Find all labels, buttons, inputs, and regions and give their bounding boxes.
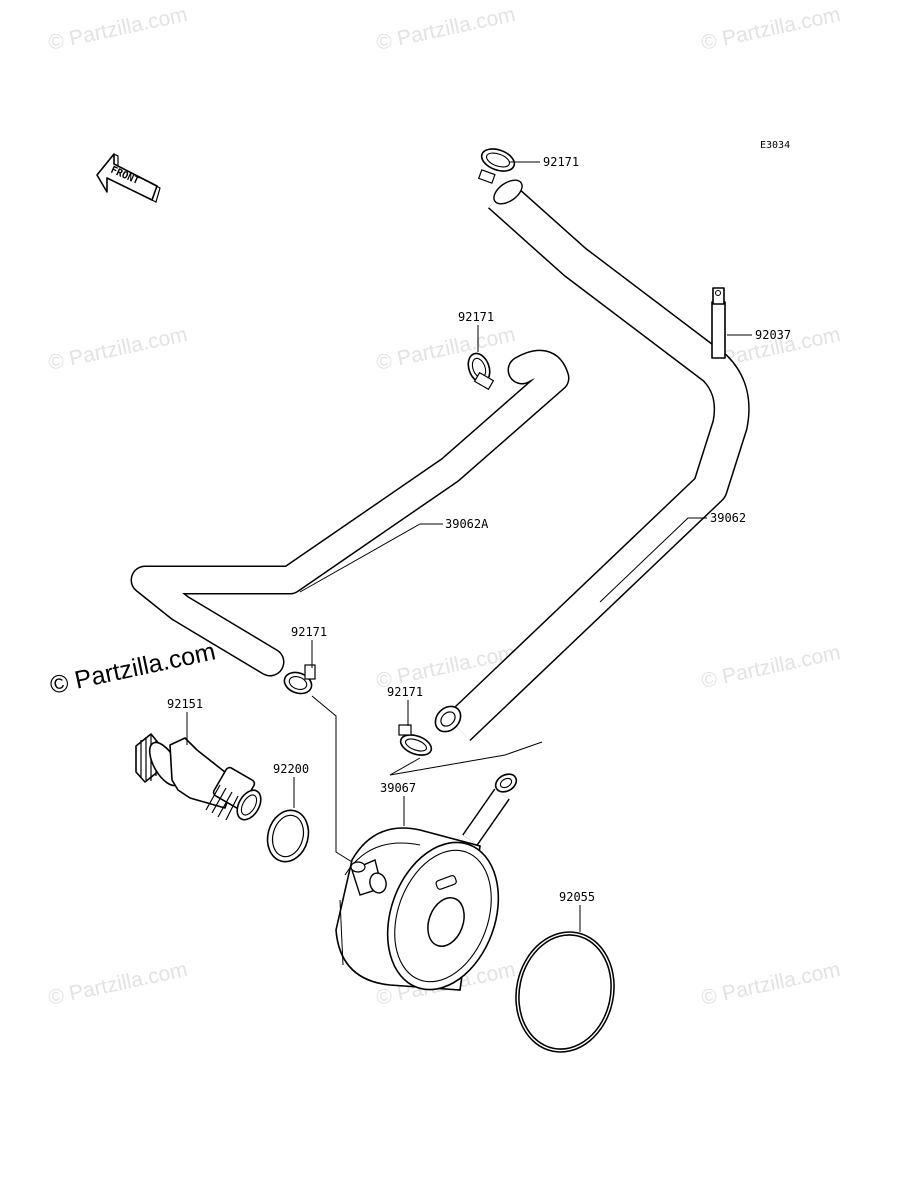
callout-band: 92037 bbox=[755, 328, 791, 342]
callouts: 92171 92037 92171 39062A 39062 92171 921… bbox=[167, 155, 791, 904]
callout-clamp-left: 92171 bbox=[291, 625, 327, 639]
clamp-upper-92171 bbox=[467, 352, 495, 391]
watermark: © Partzilla.com bbox=[374, 323, 517, 375]
callout-clamp-top: 92171 bbox=[543, 155, 579, 169]
watermark: © Partzilla.com bbox=[46, 958, 189, 1010]
gasket-92200 bbox=[266, 809, 310, 863]
callout-cooler: 39067 bbox=[380, 781, 416, 795]
callout-clamp-upper: 92171 bbox=[458, 310, 494, 324]
band-92037 bbox=[711, 287, 726, 359]
watermark: © Partzilla.com bbox=[46, 323, 189, 375]
clamp-left-92171 bbox=[283, 664, 316, 695]
callout-hose-a: 39062A bbox=[445, 517, 489, 531]
watermark: © Partzilla.com bbox=[699, 641, 842, 693]
leader-lines bbox=[186, 161, 752, 932]
oil-cooler-39067 bbox=[335, 773, 518, 991]
clamp-top-92171 bbox=[477, 148, 516, 184]
callout-oring: 92055 bbox=[559, 890, 595, 904]
hose-39062a bbox=[130, 349, 570, 677]
diagram-code: E3034 bbox=[760, 140, 790, 151]
callout-gasket: 92200 bbox=[273, 762, 309, 776]
watermark-main: © Partzilla.com bbox=[47, 637, 218, 699]
watermark: © Partzilla.com bbox=[374, 3, 517, 55]
watermark: © Partzilla.com bbox=[699, 958, 842, 1010]
hose-39062 bbox=[434, 179, 750, 742]
callout-bolt: 92151 bbox=[167, 697, 203, 711]
callout-hose: 39062 bbox=[710, 511, 746, 525]
front-arrow-icon: FRONT bbox=[96, 153, 161, 203]
watermark: © Partzilla.com bbox=[46, 3, 189, 55]
bolt-92151 bbox=[135, 733, 262, 821]
callout-clamp-right: 92171 bbox=[387, 685, 423, 699]
watermark: © Partzilla.com bbox=[699, 3, 842, 55]
clamp-right-92171 bbox=[398, 724, 433, 756]
oring-92055 bbox=[515, 931, 615, 1053]
